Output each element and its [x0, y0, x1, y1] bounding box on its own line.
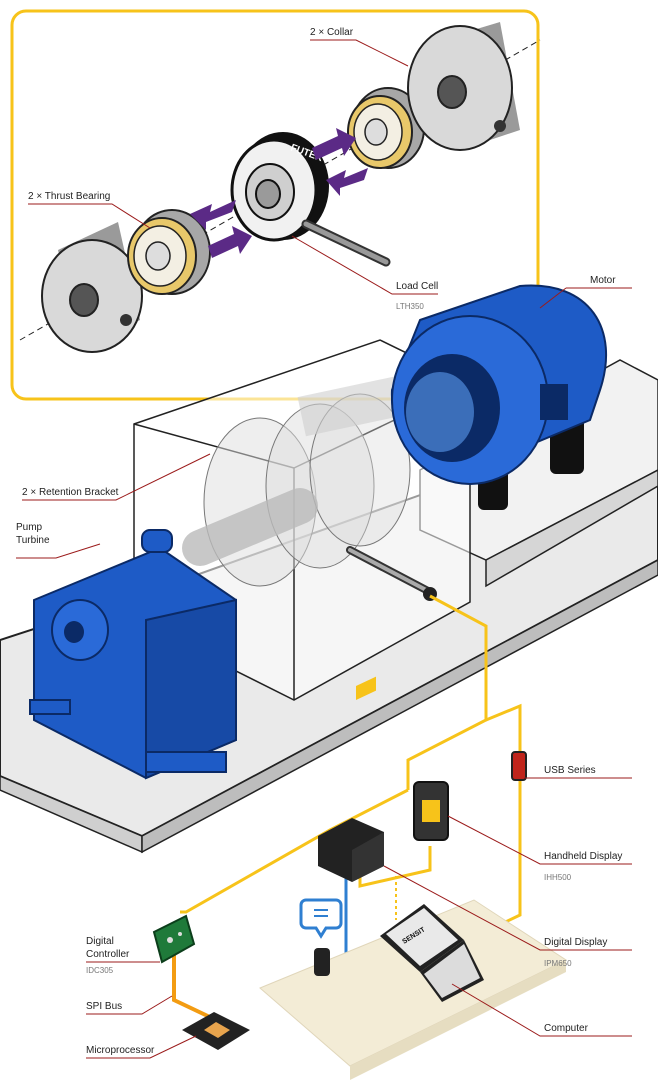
digital-display-label: Digital Display [544, 937, 608, 948]
motor-label: Motor [590, 275, 616, 286]
computer-label: Computer [544, 1023, 588, 1034]
thrust-bearing-right-icon [347, 87, 425, 169]
computer-icon: SENSIT [380, 904, 484, 1002]
spi-bus-label: SPI Bus [86, 1001, 123, 1012]
arrow-pull-left-icon [190, 200, 236, 230]
pump-turbine-label-line2: Turbine [16, 535, 50, 546]
load-cell-model-label: LTH350 [396, 302, 424, 311]
motor-icon [390, 284, 608, 510]
wireless-sensor-icon [299, 898, 343, 976]
collar-right-icon [407, 22, 520, 151]
digital-controller-model-label: IDC305 [86, 966, 114, 975]
digital-controller-icon [152, 914, 196, 964]
pump-turbine-icon [29, 529, 237, 780]
digital-display-icon [318, 676, 384, 882]
microprocessor-label: Microprocessor [86, 1045, 155, 1056]
handheld-display-label: Handheld Display [544, 851, 623, 862]
microprocessor-icon [182, 1012, 250, 1050]
leader-lines [16, 39, 632, 1059]
collar-left-icon [41, 222, 143, 353]
usb-series-icon [511, 751, 527, 781]
digital-display-model-label: IPM650 [544, 959, 572, 968]
thrust-bearing-label: 2 × Thrust Bearing [28, 191, 111, 202]
handheld-display-icon [413, 781, 449, 841]
thrust-bearing-left-icon [127, 209, 211, 295]
usb-series-label: USB Series [544, 765, 596, 776]
digital-controller-label-line1: Digital [86, 936, 114, 947]
digital-controller-label-line2: Controller [86, 949, 130, 960]
force-arrows [190, 128, 368, 258]
retention-bracket-label: 2 × Retention Bracket [22, 487, 119, 498]
arrow-pull-right-icon [208, 226, 252, 258]
load-cell-icon: FUTEK [230, 132, 391, 267]
arrow-push-right-icon [312, 128, 356, 160]
collar-label: 2 × Collar [310, 27, 354, 38]
load-cell-label: Load Cell [396, 281, 439, 292]
pump-turbine-label-line1: Pump [16, 522, 43, 533]
arrow-push-left-icon [326, 168, 368, 196]
handheld-display-model-label: IHH500 [544, 873, 572, 882]
